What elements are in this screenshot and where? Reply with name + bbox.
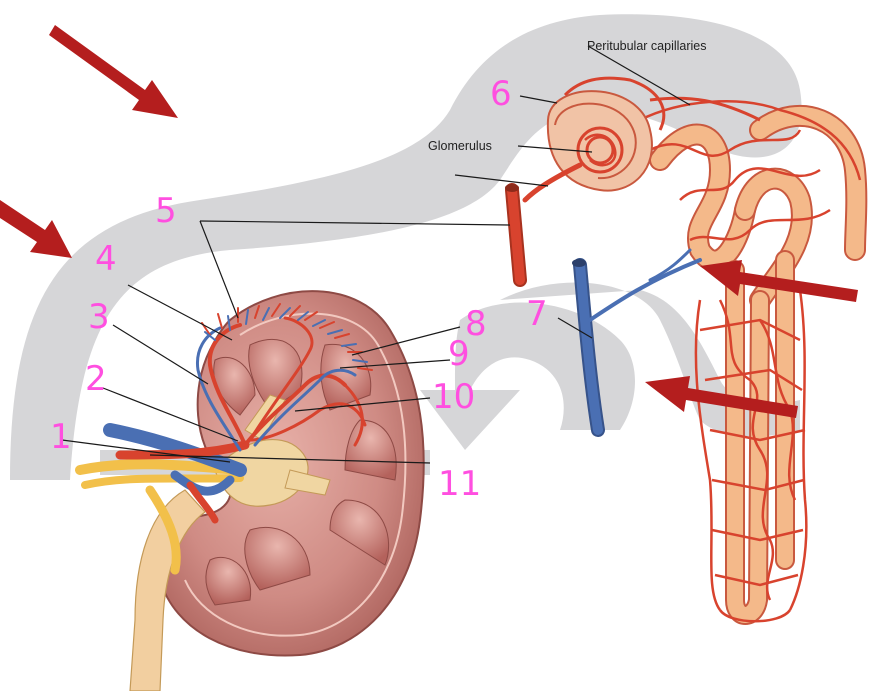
renal-hilum-vessels: [75, 423, 250, 575]
annotation-7: 7: [526, 294, 548, 334]
annotation-2: 2: [85, 359, 107, 399]
arrow-right-upper: [700, 260, 858, 302]
handwritten-annotations: 6 5 4 3 2 1 8 9 10 11 7: [50, 74, 548, 504]
glomerulus-label: Glomerulus: [428, 139, 492, 153]
capillary-network: [639, 100, 862, 623]
annotation-8: 8: [465, 304, 487, 344]
peritubular-capillaries-label: Peritubular capillaries: [587, 39, 707, 53]
annotation-11: 11: [438, 464, 481, 504]
annotation-1: 1: [50, 417, 72, 457]
leader-lines: [61, 45, 691, 464]
arrow-right-lower: [645, 376, 798, 418]
venous-vessels-right: [572, 248, 702, 437]
arrow-top-left: [49, 25, 178, 118]
annotation-4: 4: [95, 239, 117, 279]
annotation-5: 5: [155, 191, 177, 231]
ureter: [129, 489, 206, 691]
flow-arrows: [0, 25, 858, 418]
annotation-9: 9: [448, 334, 470, 374]
arrow-mid-left: [0, 200, 72, 258]
annotation-3: 3: [88, 297, 110, 337]
annotation-10: 10: [432, 377, 475, 417]
annotation-6: 6: [490, 74, 512, 114]
arterial-vessels-right: [505, 162, 583, 287]
intrarenal-vessels: [195, 303, 373, 452]
